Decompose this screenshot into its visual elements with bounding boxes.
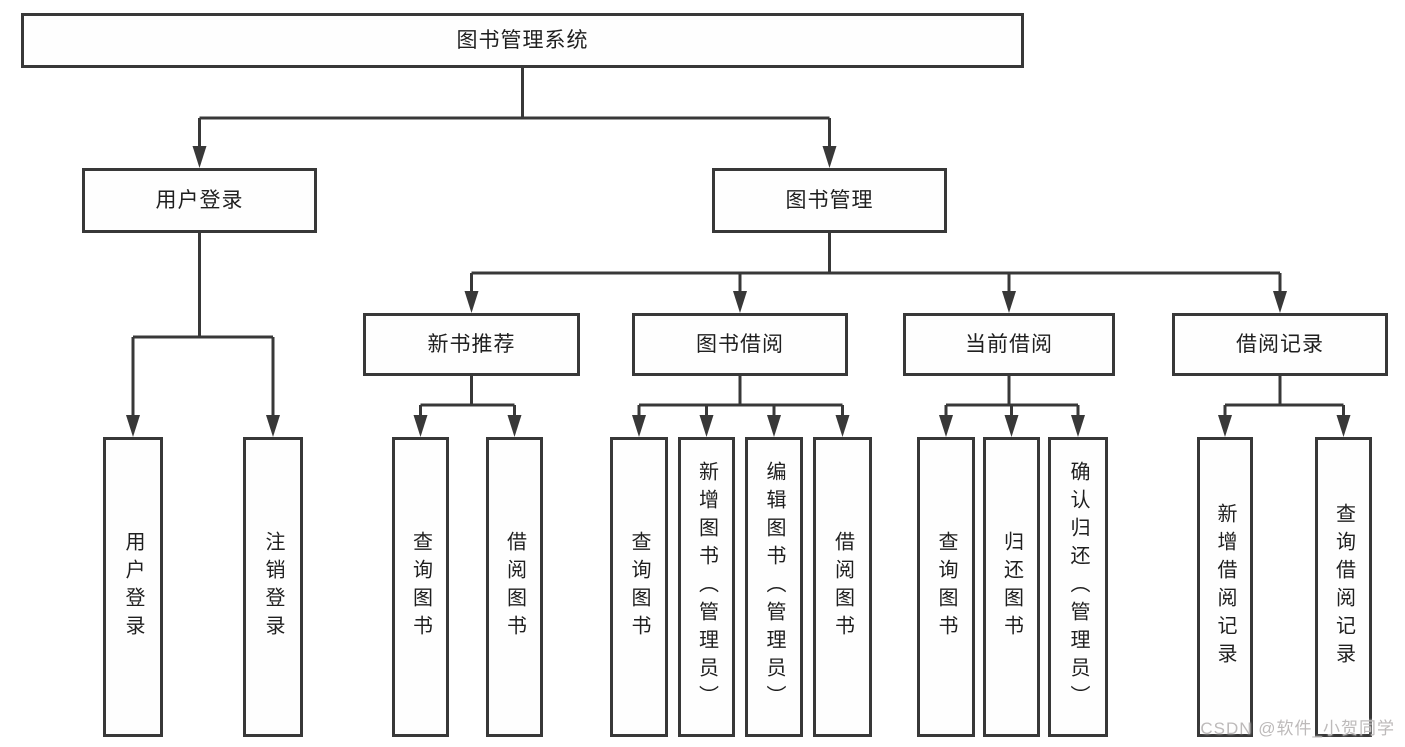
node-root-library-system: 图书管理系统 [21, 13, 1024, 68]
leaf-user-login-label: 用户登录 [122, 531, 144, 643]
node-root-label: 图书管理系统 [456, 29, 589, 52]
leaf-borrow-books-2-label: 借阅图书 [831, 531, 854, 643]
node-new-book-recommend: 新书推荐 [363, 313, 580, 376]
leaf-add-books-admin-label: 新增图书（管理员） [695, 461, 718, 713]
connector-userlogin-to-leaves [126, 233, 280, 437]
node-user-login: 用户登录 [82, 168, 317, 233]
leaf-edit-books-admin-label: 编辑图书（管理员） [763, 461, 785, 713]
leaf-user-login: 用户登录 [103, 437, 163, 737]
leaf-edit-books-admin: 编辑图书（管理员） [745, 437, 803, 737]
node-book-borrow: 图书借阅 [632, 313, 848, 376]
node-current-borrow-label: 当前借阅 [965, 333, 1053, 356]
node-book-management: 图书管理 [712, 168, 947, 233]
leaf-query-books-3: 查询图书 [917, 437, 975, 737]
leaf-query-books-2-label: 查询图书 [628, 531, 650, 643]
leaf-query-borrow-record: 查询借阅记录 [1315, 437, 1372, 737]
leaf-logout: 注销登录 [243, 437, 303, 737]
leaf-query-books-1: 查询图书 [392, 437, 449, 737]
node-user-login-label: 用户登录 [155, 189, 244, 212]
leaf-add-borrow-record-label: 新增借阅记录 [1214, 503, 1236, 671]
leaf-confirm-return-admin-label: 确认归还（管理员） [1067, 461, 1089, 713]
leaf-add-borrow-record: 新增借阅记录 [1197, 437, 1253, 737]
connector-root-to-level2 [192, 68, 837, 168]
connector-bookborrow-to-leaves [632, 376, 850, 437]
leaf-borrow-books-2: 借阅图书 [813, 437, 872, 737]
node-borrow-records-label: 借阅记录 [1236, 333, 1324, 356]
leaf-borrow-books-1-label: 借阅图书 [503, 531, 526, 643]
leaf-return-books-label: 归还图书 [1000, 531, 1023, 643]
leaf-query-borrow-record-label: 查询借阅记录 [1332, 503, 1355, 671]
leaf-logout-label: 注销登录 [262, 531, 284, 643]
node-book-management-label: 图书管理 [785, 189, 874, 212]
node-current-borrow: 当前借阅 [903, 313, 1115, 376]
node-borrow-records: 借阅记录 [1172, 313, 1388, 376]
leaf-add-books-admin: 新增图书（管理员） [678, 437, 735, 737]
leaf-query-books-3-label: 查询图书 [935, 531, 957, 643]
leaf-return-books: 归还图书 [983, 437, 1040, 737]
leaf-query-books-2: 查询图书 [610, 437, 668, 737]
connector-borrowrecords-to-leaves [1218, 376, 1351, 437]
connector-currentborrow-to-leaves [939, 376, 1085, 437]
connector-bookmgmt-to-level3 [464, 233, 1287, 313]
leaf-confirm-return-admin: 确认归还（管理员） [1048, 437, 1108, 737]
connector-newbook-to-leaves [413, 376, 522, 437]
leaf-query-books-1-label: 查询图书 [409, 531, 432, 643]
node-new-book-recommend-label: 新书推荐 [427, 333, 516, 356]
node-book-borrow-label: 图书借阅 [696, 333, 784, 356]
leaf-borrow-books-1: 借阅图书 [486, 437, 543, 737]
